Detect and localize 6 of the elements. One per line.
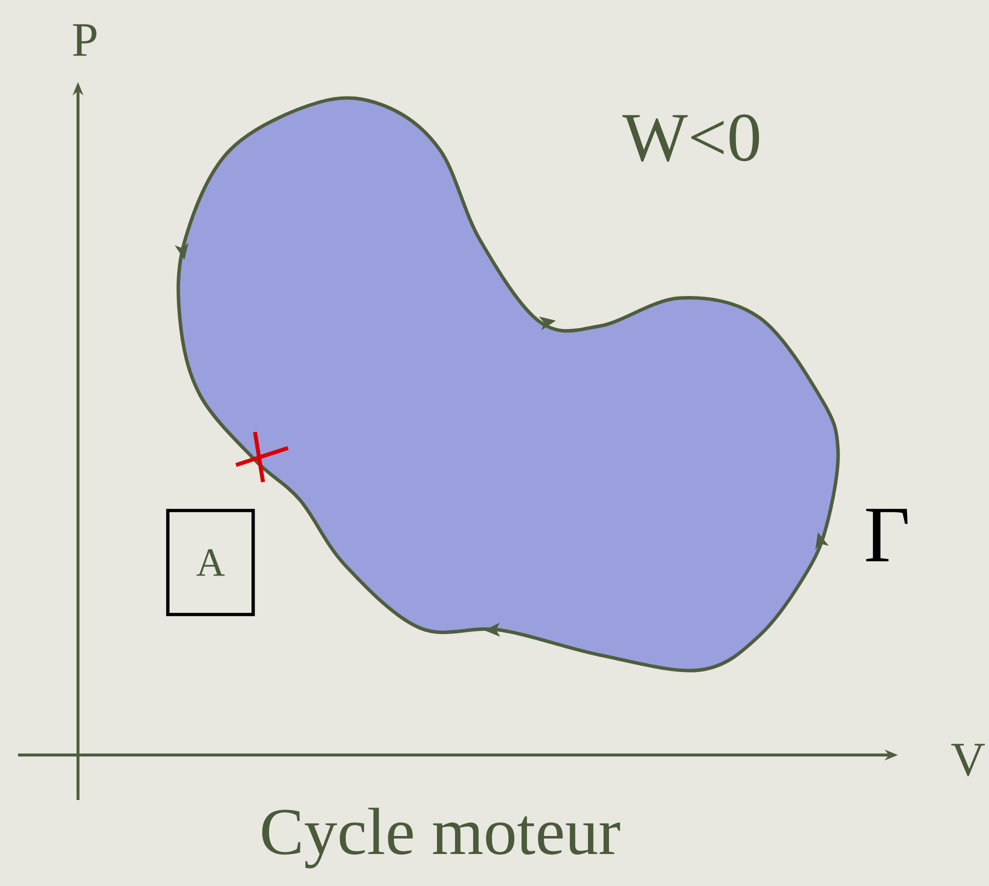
caption: Cycle moteur <box>262 808 620 868</box>
axis-label: W<0 <box>622 114 759 162</box>
axis-label: P <box>73 24 96 56</box>
labeled-box: A <box>166 508 255 616</box>
axis-label: Γ <box>866 508 908 562</box>
axis-label: V <box>951 744 985 776</box>
